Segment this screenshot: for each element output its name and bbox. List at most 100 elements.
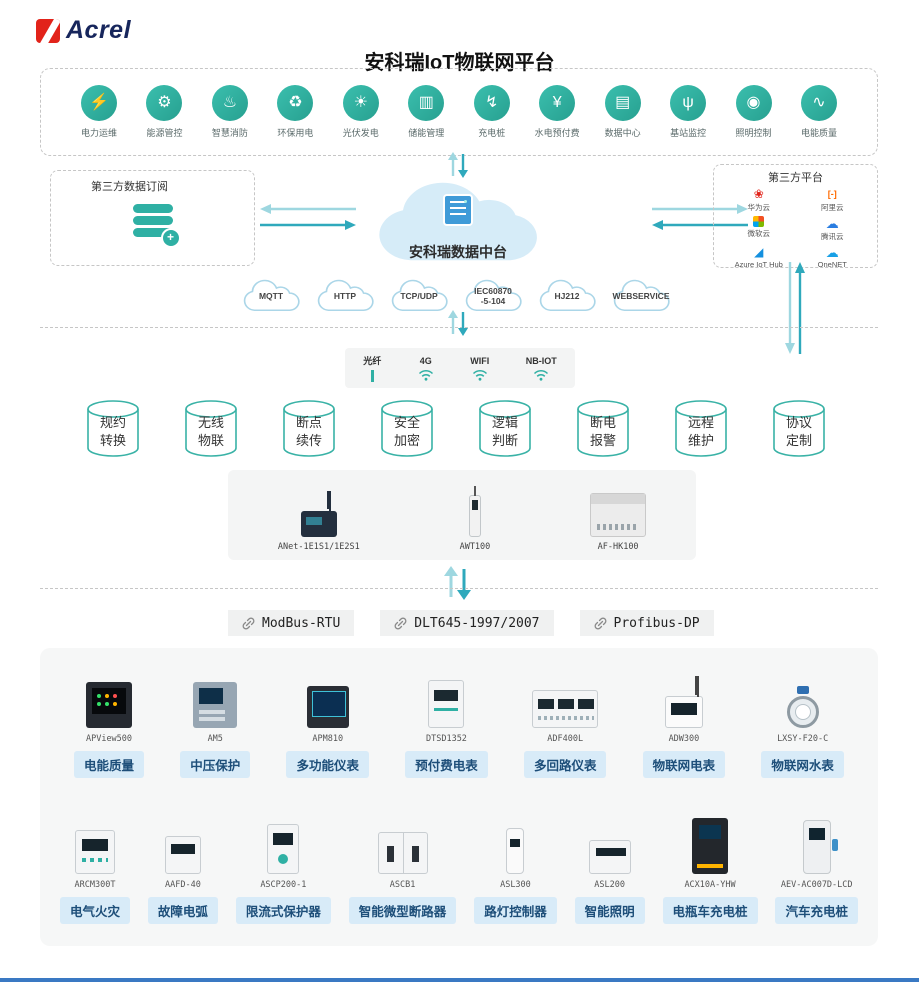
protocol-cloud-label: WEBSERVICE [612,291,670,302]
applications-panel: ⚡ 电力运维 ⚙ 能源管控 ♨ 智慧消防 ♻ [40,68,878,156]
gateway-item: ANet-1E1S1/1E2S1 [278,485,360,552]
device-row-2: ARCM300T 电气火灾 AAFD-40 故障电弧 ASCP200-1 限流式… [40,816,878,924]
application-item: ♻ 环保用电 [265,85,325,139]
device-model: ASCP200-1 [260,880,307,890]
cylinder-icon [283,400,335,457]
cylinder-icon [773,400,825,457]
onenet-icon [825,245,839,259]
device-category-tag: 物联网电表 [642,751,726,778]
azure-iot-hub-icon [752,245,766,259]
protocol-cloud: IEC60870 -5-104 [460,276,526,314]
updown-arrow-icon [444,566,471,600]
protocol-cloud-label: HJ212 [554,291,580,302]
device-category-tag: 电能质量 [74,751,145,778]
device-item: ASCP200-1 限流式保护器 [235,816,331,924]
acrel-logo-icon [36,18,60,43]
gateway-item: AF-HK100 [590,485,647,552]
device-category-tag: 物联网水表 [761,751,844,778]
cylinder-icon [577,400,629,457]
data-platform-label: 安科瑞数据中台 [409,244,507,260]
protocol-cloud-label: MQTT [258,291,284,302]
platform-item: 微软云 [722,216,796,242]
application-label: 光伏发电 [342,128,379,138]
gateway-model: AF-HK100 [597,542,639,552]
device-category-tag: 限流式保护器 [235,897,331,924]
capability-cylinder: 远程 维护 [672,398,730,460]
device-model: ADW300 [668,734,700,744]
device-item: LXSY-F20-C 物联网水表 [761,670,844,778]
charging-pile-icon: ↯ [473,85,510,121]
base-station-icon: ψ [670,85,707,121]
device-model: LXSY-F20-C [777,734,829,744]
device-category-tag: 多功能仪表 [286,751,369,778]
application-label: 数据中心 [604,128,641,138]
device-item: AEV-AC007D-LCD 汽车充电桩 [775,816,858,924]
application-label: 充电桩 [478,128,506,138]
capability-label: 协议 定制 [785,415,812,448]
application-item: ⚙ 能源管控 [134,85,194,139]
device-model: ASL200 [594,880,625,890]
application-item: ◉ 照明控制 [724,85,784,139]
connectivity-item: WIFI [470,356,489,381]
capability-label: 安全 加密 [393,415,420,448]
alibaba-cloud-icon [825,187,839,201]
platform-label: 腾讯云 [821,232,844,241]
cloud-outline-icon [613,279,670,311]
capability-label: 断点 续传 [295,415,322,448]
link-icon [242,617,255,629]
application-label: 照明控制 [735,128,772,138]
data-subscription-title: 第三方数据订阅 [91,181,168,193]
application-item: ▥ 储能管理 [396,85,456,139]
application-item: ∿ 电能质量 [789,85,849,139]
device-image [664,670,703,728]
device-item: ASCB1 智能微型断路器 [348,816,457,924]
power-om-icon: ⚡ [81,85,117,121]
connectivity-item: 4G [418,356,434,381]
device-model: ARCM300T [74,880,116,890]
device-model: ADF400L [547,734,584,744]
protocol-cloud-label: TCP/UDP [400,291,438,302]
field-protocol-tag: Profibus-DP [579,610,714,636]
gateway-model: ANet-1E1S1/1E2S1 [277,542,360,552]
wifi-icon [418,369,433,381]
device-image [786,670,819,728]
application-item: ψ 基站监控 [658,85,718,139]
connectivity-label: 光纤 [363,356,382,366]
capability-cylinder: 逻辑 判断 [476,398,534,460]
platform-label: OneNET [817,260,847,269]
device-item: APM810 多功能仪表 [286,670,369,778]
connectivity-label: WIFI [470,355,490,366]
data-subscription-panel: 第三方数据订阅 [50,170,255,266]
device-image [532,670,599,728]
platform-label: 华为云 [747,203,771,212]
device-category-tag: 中压保护 [180,751,251,778]
gateway-image [468,485,481,537]
leftright-arrow-icon [260,204,356,230]
device-item: DTSD1352 预付费电表 [405,670,488,778]
platform-grid: 华为云 阿里云 微软云 腾讯云 [722,187,869,269]
capability-label: 断电 报警 [589,415,616,448]
gateway-item: AWT100 [460,485,490,552]
cloud-outline-icon [465,279,522,311]
application-label: 电力运维 [80,128,117,138]
capability-label: 规约 转换 [99,415,126,448]
cloud-outline-icon [539,279,596,311]
cloud-server-icon [443,194,473,226]
device-category-tag: 多回路仪表 [523,751,607,778]
application-item: ☀ 光伏发电 [331,85,391,139]
device-item: ACX10A-YHW 电瓶车充电桩 [662,816,758,924]
eco-power-icon: ♻ [277,85,314,121]
third-party-platform-panel: 第三方平台 华为云 阿里云 微软云 [713,164,878,269]
device-model: ASCB1 [389,880,416,890]
capability-label: 远程 维护 [687,415,714,448]
device-model: DTSD1352 [425,734,467,744]
link-icon [594,617,606,629]
device-image [802,816,838,874]
device-model: AAFD-40 [165,880,201,890]
protocol-cloud: HJ212 [534,276,600,314]
device-category-tag: 电气火灾 [60,897,131,924]
platform-item: Azure IoT Hub [722,245,796,269]
fiber-icon [370,370,374,382]
third-party-platform-title: 第三方平台 [768,172,823,184]
